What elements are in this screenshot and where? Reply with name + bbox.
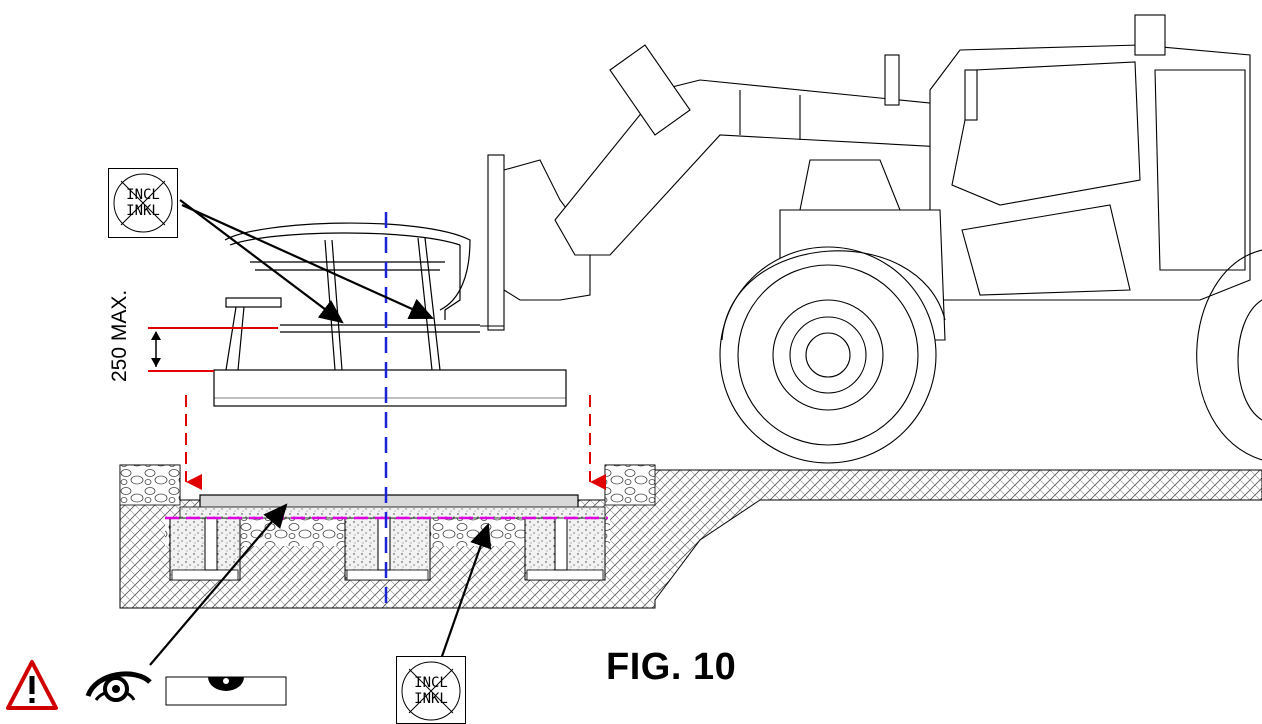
incl-box-top: INCL INKL — [108, 168, 178, 238]
eye-icon — [85, 671, 152, 702]
leader-arrows — [149, 199, 492, 666]
spirit-level-icon — [165, 676, 287, 706]
dimension-label: 250 MAX. — [108, 289, 131, 382]
no-incl-icon — [401, 661, 461, 721]
dimension-250 — [148, 327, 278, 372]
incl-box-bottom: INCL INKL — [396, 656, 466, 724]
no-incl-icon — [113, 173, 173, 233]
telehandler — [480, 14, 1262, 464]
inkl-bottom-text: INKL — [414, 691, 448, 707]
ground — [119, 464, 1262, 609]
warning-triangle-icon — [6, 660, 58, 710]
incl-top-text: INCL — [126, 187, 160, 203]
inkl-top-text: INKL — [126, 203, 160, 219]
platform — [213, 222, 567, 407]
figure-title: FIG. 10 — [606, 646, 737, 688]
incl-bottom-text: INCL — [414, 675, 448, 691]
